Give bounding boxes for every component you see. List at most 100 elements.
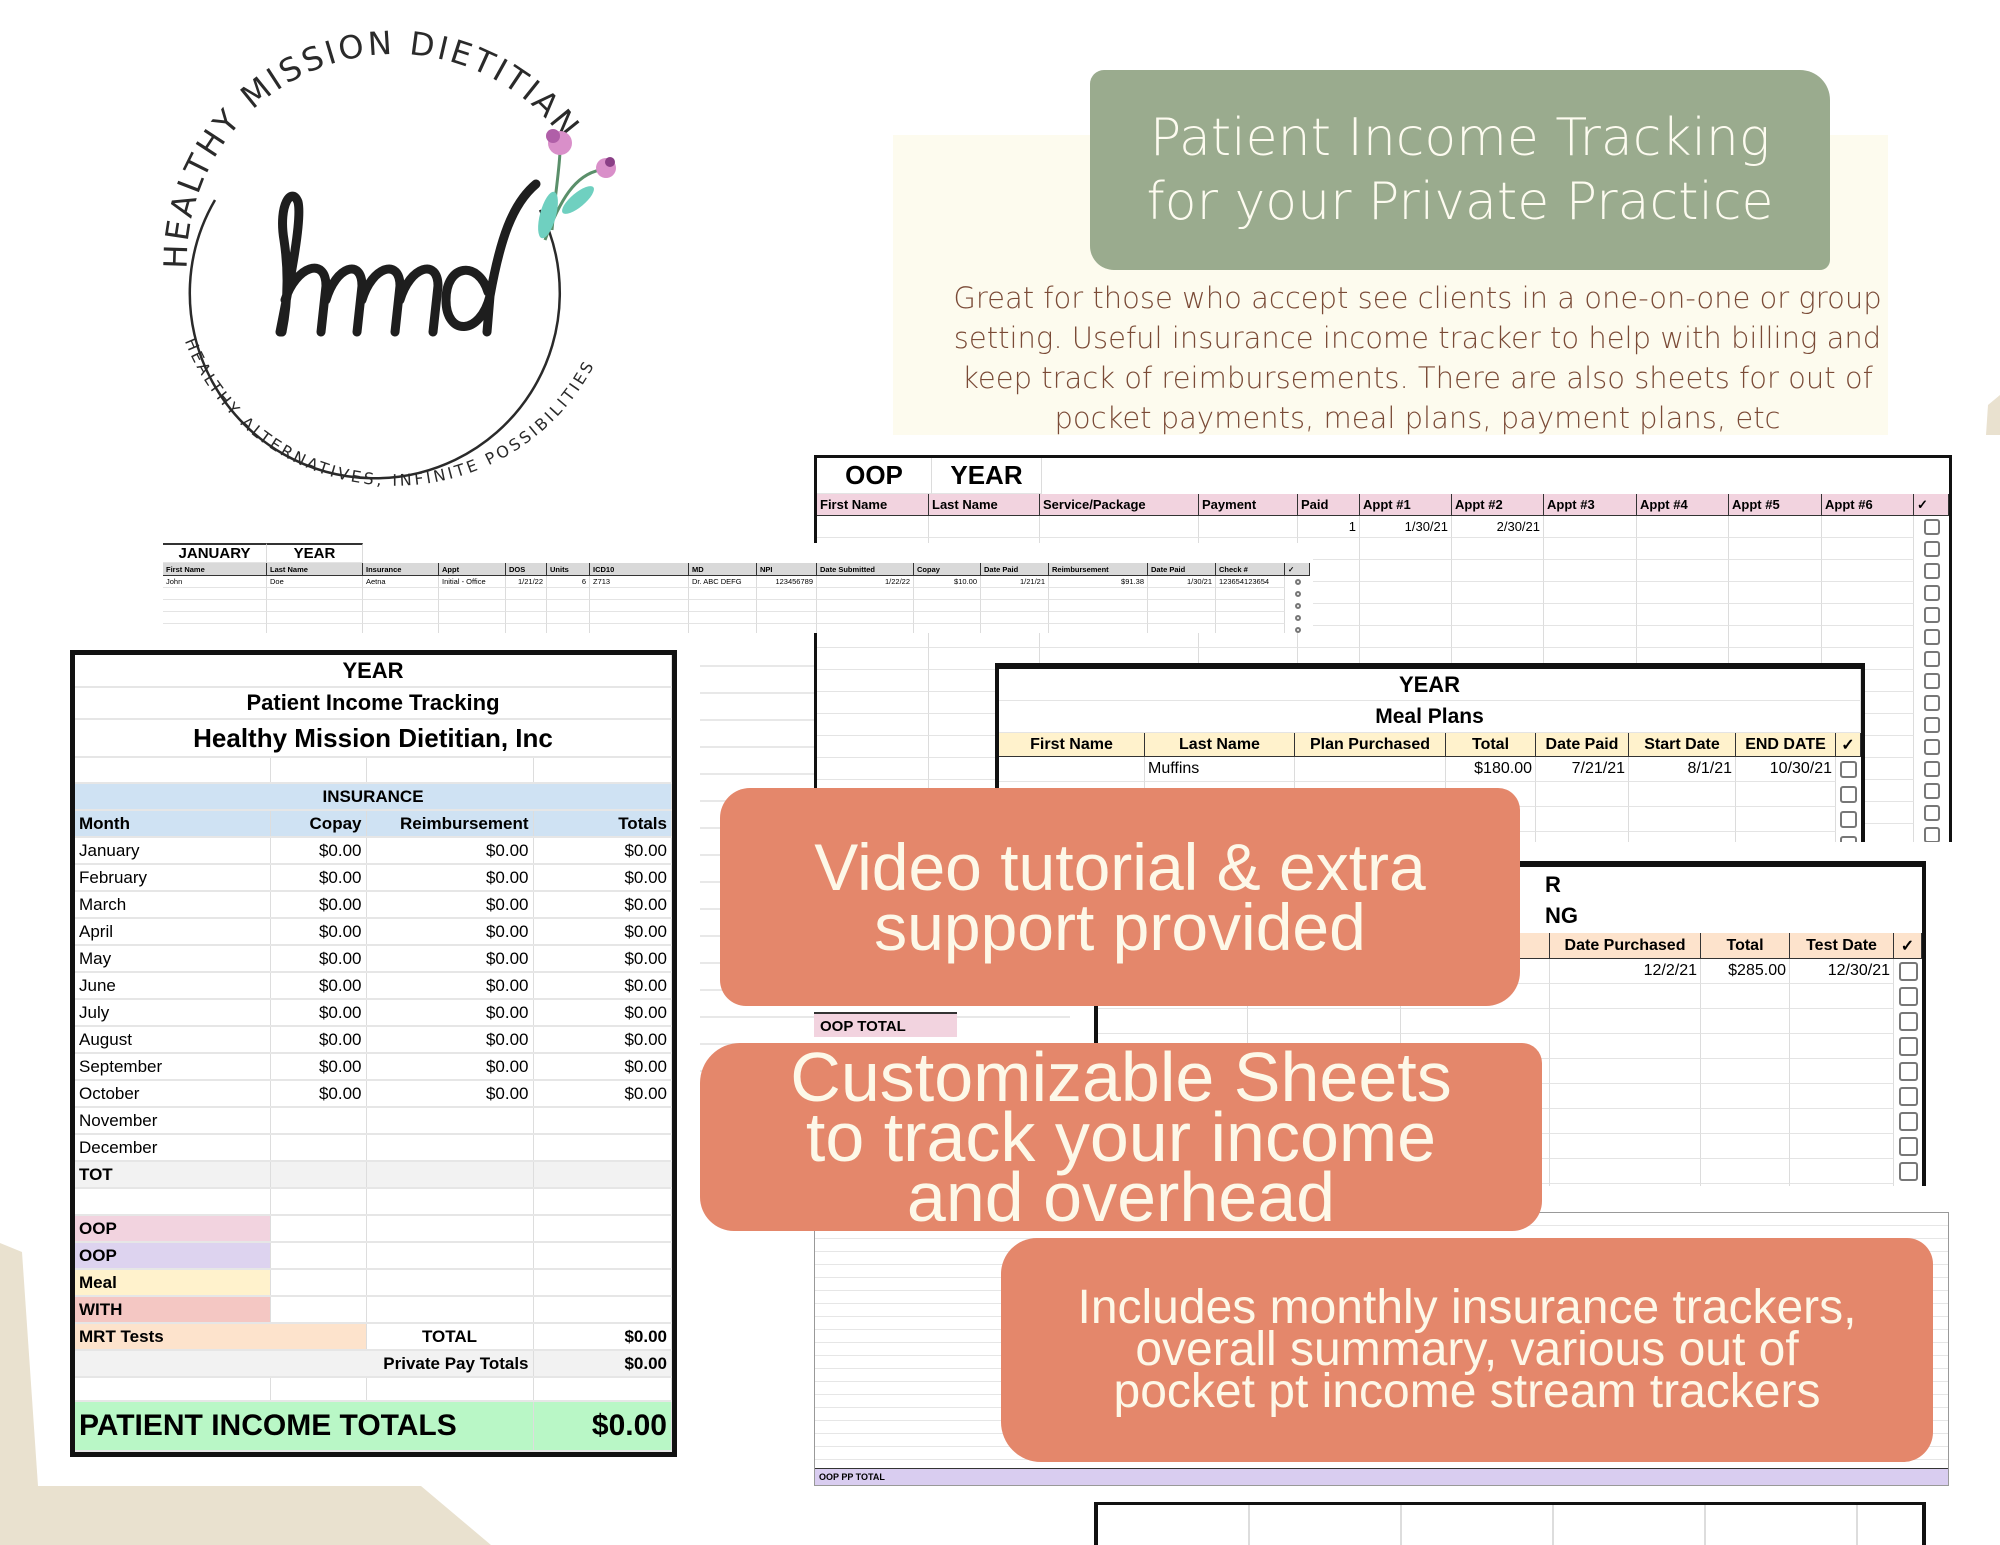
checkbox[interactable] [1923,563,1940,579]
empty-cell [817,612,914,624]
patient-income-totals-label: PATIENT INCOME TOTALS [75,1400,534,1452]
column-header: Date Paid [1148,563,1216,576]
checkbox[interactable] [1923,673,1940,689]
checkbox[interactable] [1898,1062,1918,1081]
checkbox[interactable] [1898,1012,1918,1031]
empty-cell [506,612,547,624]
checkbox[interactable] [1294,615,1301,621]
table-row: August$0.00$0.00$0.00 [75,1026,672,1054]
empty-cell [1736,807,1836,832]
checkbox[interactable] [1294,579,1301,585]
table-cell [366,1188,534,1216]
empty-cell [757,600,817,612]
checkbox[interactable] [1294,603,1301,609]
checkbox[interactable] [1898,1112,1918,1131]
empty-cell [1148,588,1216,600]
empty-cell [1360,604,1452,626]
empty-cell [1629,807,1736,832]
checkbox[interactable] [1898,1087,1918,1106]
table-cell [270,1268,367,1297]
logo-bottom-text: HEALTHY ALTERNATIVES, INFINITE POSSIBILI… [181,335,599,490]
empty-cell [817,758,929,780]
column-header: First Name [817,494,929,516]
insurance-section-header: INSURANCE [75,782,672,811]
checkbox[interactable] [1294,591,1301,597]
table-row: OOP [75,1241,672,1270]
checkbox[interactable] [1923,805,1940,821]
table-cell [999,757,1145,782]
checkbox[interactable] [1840,761,1857,778]
column-header: First Name [163,563,267,576]
column-header: ✓ [1894,933,1922,959]
column-header: Last Name [929,494,1040,516]
checkbox[interactable] [1840,836,1857,842]
empty-cell [689,624,757,633]
table-cell [1199,516,1298,538]
table-cell: 1/21/22 [506,576,547,588]
company-name: Healthy Mission Dietitian, Inc [75,719,672,758]
empty-cell [1452,604,1544,626]
checkbox[interactable] [1923,629,1940,645]
checkbox[interactable] [1898,1162,1918,1181]
checkbox[interactable] [1898,1037,1918,1056]
table-cell: OOP [75,1241,271,1270]
description-line: pocket payments, meal plans, payment pla… [1054,401,1781,435]
checkbox[interactable] [1923,827,1940,842]
empty-cell [363,588,439,600]
table-row: OOP [75,1214,672,1243]
sheet-title-fragment: R [1545,872,1561,897]
oop-total-label: OOP TOTAL [814,1012,957,1037]
checkbox[interactable] [1923,739,1940,755]
table-row: Patient Income Tracking [75,687,672,720]
checkbox[interactable] [1840,786,1857,803]
table-cell: $0.00 [270,1026,367,1054]
table-cell: May [75,945,271,973]
checkbox[interactable] [1923,761,1940,777]
table-cell [270,1134,367,1162]
table-cell [1544,516,1637,538]
checkbox[interactable] [1923,695,1940,711]
empty-cell [439,588,506,600]
column-header: ✓ [1285,563,1310,576]
table-cell: OOP [75,1214,271,1243]
empty-cell [1790,1109,1894,1134]
empty-cell [1550,1059,1701,1084]
empty-cell [439,600,506,612]
checkbox[interactable] [1923,541,1940,557]
empty-cell [506,588,547,600]
empty-cell [1822,736,1914,758]
empty-cell [1637,582,1729,604]
checkbox[interactable] [1294,627,1301,633]
checkbox[interactable] [1923,519,1940,535]
checkbox[interactable] [1923,651,1940,667]
checkbox[interactable] [1923,783,1940,799]
empty-cell [1701,1159,1790,1184]
table-cell: $0.00 [533,1349,672,1378]
table-cell: $0.00 [270,836,367,865]
checkbox[interactable] [1898,1137,1918,1156]
empty-cell [981,588,1049,600]
empty-cell [1790,1084,1894,1109]
checkbox[interactable] [1898,987,1918,1006]
checkbox[interactable] [1923,607,1940,623]
empty-cell [1401,984,1550,1009]
table-row: November [75,1107,672,1135]
column-header: ✓ [1836,733,1861,757]
checkbox[interactable] [1898,962,1918,981]
empty-cell [1148,600,1216,612]
empty-cell [1790,1159,1894,1184]
column-header: Test Date [1790,933,1894,959]
table-cell: $0.00 [366,891,534,919]
checkbox[interactable] [1923,585,1940,601]
checkbox[interactable] [1923,717,1940,733]
checkbox[interactable] [1840,811,1857,828]
empty-cell [1701,1084,1790,1109]
table-row: October$0.00$0.00$0.00 [75,1080,672,1108]
column-header: Copay [914,563,981,576]
table-row: WITH [75,1295,672,1324]
empty-cell [547,600,590,612]
table-cell: $0.00 [270,1080,367,1108]
description-line: keep track of reimbursements. There are … [962,361,1873,395]
column-header: Appt #1 [1360,494,1452,516]
